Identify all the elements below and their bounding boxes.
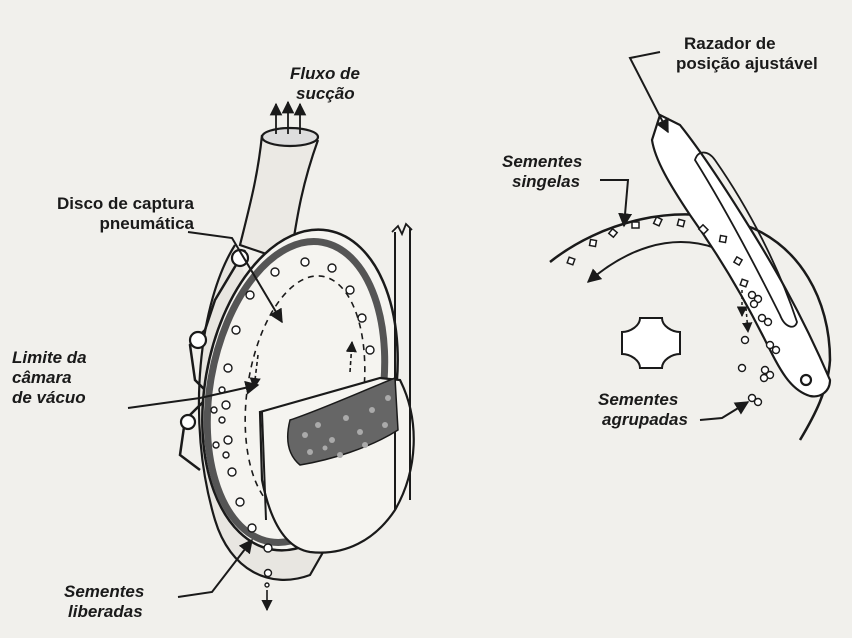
label-liberadas-line2: liberadas — [68, 602, 144, 622]
label-sementes-liberadas: Sementes liberadas — [64, 582, 144, 622]
label-sementes-agrupadas: Sementes agrupadas — [598, 390, 688, 430]
label-liberadas-line1: Sementes — [64, 582, 144, 602]
label-limite-line2: câmara — [12, 368, 87, 388]
label-limite-line3: de vácuo — [12, 388, 87, 408]
disc-hub — [622, 318, 680, 368]
leader-razador — [630, 52, 668, 132]
disc-detail — [550, 115, 830, 440]
label-razador: Razador de posição ajustável — [676, 34, 818, 74]
leader-singelas — [600, 180, 628, 226]
leader-agrupadas — [700, 402, 748, 420]
label-singelas-line2: singelas — [512, 172, 582, 192]
rotation-arrow — [588, 242, 715, 282]
label-fluxo-de-succao: Fluxo de sucção — [290, 64, 360, 104]
label-disco-de-captura: Disco de captura pneumática — [14, 194, 194, 234]
label-agrupadas-line1: Sementes — [598, 390, 688, 410]
singulator-pivot — [801, 375, 811, 385]
label-razador-line1: Razador de — [684, 34, 818, 54]
label-limite-line1: Limite da — [12, 348, 87, 368]
label-limite-camara: Limite da câmara de vácuo — [12, 348, 87, 408]
label-agrupadas-line2: agrupadas — [602, 410, 688, 430]
label-singelas-line1: Sementes — [502, 152, 582, 172]
seed-meter — [178, 102, 421, 610]
label-fluxo-line2: sucção — [296, 84, 360, 104]
label-disco-line2: pneumática — [14, 214, 194, 234]
label-fluxo-line1: Fluxo de — [290, 64, 360, 84]
label-sementes-singelas: Sementes singelas — [502, 152, 582, 192]
pipe-opening — [262, 128, 318, 146]
label-disco-line1: Disco de captura — [14, 194, 194, 214]
label-razador-line2: posição ajustável — [676, 54, 818, 74]
